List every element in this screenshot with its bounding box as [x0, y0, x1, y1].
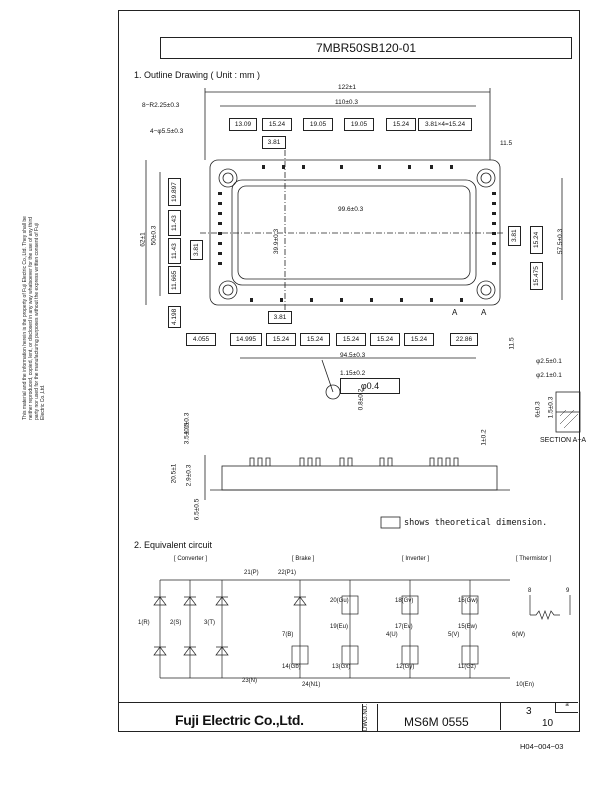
section-label: SECTION A−A — [540, 437, 587, 444]
dim-box-top-2: 15.24 — [262, 118, 292, 131]
dim-box-381-bottom: 3.81 — [268, 311, 292, 324]
pin-4: 4(U) — [386, 632, 398, 638]
pin-10: 10(En) — [516, 682, 535, 688]
dim-box-top-6: 3.81×4=15.24 — [418, 118, 472, 131]
title-block — [118, 702, 578, 731]
sheet-number: 3 — [526, 706, 532, 717]
position-tolerance: φ0.4 — [340, 378, 400, 394]
dim-inner-width: 110±0.3 — [335, 99, 358, 106]
dim-box-top-1: 13.09 — [229, 118, 257, 131]
dim-box-bottom-5: 15.24 — [336, 333, 366, 346]
pin-8: 8 — [528, 588, 532, 594]
dim-side-6-5: 6.5±0.5 — [193, 498, 201, 521]
theoretical-note: shows theoretical dimension. — [404, 518, 548, 528]
group-brake: [ Brake ] — [292, 556, 315, 562]
dim-box-381-top: 3.81 — [262, 136, 286, 149]
pin-18: 18(Gv) — [395, 598, 414, 604]
part-number-title: 7MBR50SB120-01 — [160, 37, 572, 59]
pin-21: 21(P) — [244, 570, 259, 576]
pin-11: 11(Gz) — [458, 664, 476, 670]
pin-6: 6(W) — [512, 632, 525, 638]
sheet-total: 10 — [542, 718, 554, 729]
dim-box-left-3: 11.43 — [168, 238, 181, 264]
dim-pin-thickness: 0.8±0.2 — [357, 388, 365, 411]
dim-box-right-3: 15.475 — [530, 262, 543, 290]
dim-62: 62±1 — [139, 232, 147, 247]
dim-box-left-2: 11.43 — [168, 210, 181, 236]
dim-pin-width: 1.15±0.2 — [340, 370, 366, 377]
drawing-number: MS6M 0555 — [404, 715, 469, 729]
outline-heading: 1. Outline Drawing ( Unit : mm ) — [134, 70, 261, 80]
dim-overall-width: 122±1 — [338, 84, 357, 91]
dim-box-bottom-3: 15.24 — [266, 333, 296, 346]
sheet-box — [500, 702, 579, 730]
pin-17: 17(Ev) — [395, 624, 413, 630]
dim-side-1-1: 1.1±0.3 — [183, 412, 191, 435]
dim-94-5: 94.5±0.3 — [340, 352, 366, 359]
group-thermistor: [ Thermistor ] — [516, 556, 552, 562]
proprietary-notice: This material and the information herein… — [22, 216, 46, 420]
group-converter: [ Converter ] — [174, 556, 208, 562]
dim-inner-height: 39.9±0.3 — [273, 228, 281, 255]
section-mark-a-left: A — [452, 308, 458, 317]
pin-19: 19(Eu) — [330, 624, 349, 630]
dim-box-bottom-4: 15.24 — [300, 333, 330, 346]
dim-box-left-1: 19.897 — [168, 178, 181, 206]
pin-7: 7(B) — [282, 632, 294, 638]
pin-13: 13(Gx) — [332, 664, 351, 670]
dim-box-right-2: 15.24 — [530, 226, 543, 254]
company-name: Fuji Electric Co.,Ltd. — [175, 712, 304, 728]
dim-50: 50±0.3 — [150, 225, 158, 246]
dim-section-15: 1.5±0.3 — [547, 396, 555, 419]
dim-section-phi21: φ2.1±0.1 — [536, 372, 562, 379]
group-inverter: [ Inverter ] — [402, 556, 430, 562]
dim-box-bottom-8: 22.86 — [450, 333, 478, 346]
dim-box-top-5: 15.24 — [386, 118, 416, 131]
pin-9: 9 — [566, 588, 570, 594]
dim-section-6: 6±0.3 — [534, 401, 542, 418]
pin-23: 23(N) — [242, 678, 258, 684]
dim-box-bottom-2: 14.995 — [230, 333, 262, 346]
dim-box-top-4: 19.05 — [344, 118, 374, 131]
pin-14: 14(Gb) — [282, 664, 301, 670]
dim-box-left-5: 11.665 — [168, 266, 181, 294]
dim-box-bottom-1: 4.055 — [186, 333, 216, 346]
pin-20: 20(Gu) — [330, 598, 349, 604]
equivalent-heading: 2. Equivalent circuit — [134, 540, 213, 550]
dim-box-bottom-6: 15.24 — [370, 333, 400, 346]
dim-hole-diameter: 4−φ5.5±0.3 — [150, 128, 184, 135]
pin-12: 12(Gy) — [396, 664, 415, 670]
revision: a — [555, 702, 578, 713]
dim-box-left-4: 3.81 — [190, 240, 203, 260]
dim-side-20-5: 20.5±1 — [170, 463, 178, 484]
dim-11-5-bottom: 11.5 — [508, 337, 516, 350]
pin-24: 24(N1) — [302, 682, 321, 688]
dim-side-2-9: 2.9±0.3 — [185, 464, 193, 487]
dim-side-1: 1±0.2 — [480, 429, 488, 446]
drawing-frame — [118, 10, 580, 732]
pin-5: 5(V) — [448, 632, 460, 638]
dim-box-bottom-7: 15.24 — [404, 333, 434, 346]
dim-box-4198: 4.198 — [168, 306, 181, 328]
dim-hole-radius: 8−R2.25±0.3 — [142, 102, 180, 109]
dim-box-top-3: 19.05 — [303, 118, 333, 131]
pin-2: 2(S) — [170, 620, 182, 626]
dwg-no-label: DWG.NO. — [362, 704, 378, 732]
pin-16: 16(Gw) — [458, 598, 478, 604]
document-id: H04−004−03 — [520, 742, 564, 751]
pin-15: 15(Ew) — [458, 624, 478, 630]
dim-inner-width-99: 99.6±0.3 — [338, 206, 364, 213]
dim-57-5: 57.5±0.3 — [557, 228, 565, 255]
dim-11-5-top: 11.5 — [500, 140, 513, 147]
pin-22: 22(P1) — [278, 570, 297, 576]
dim-section-phi25: φ2.5±0.1 — [536, 358, 562, 365]
section-mark-a-right: A — [481, 308, 487, 317]
pin-3: 3(T) — [204, 620, 215, 626]
pin-1: 1(R) — [138, 620, 150, 626]
dim-box-right-1: 3.81 — [508, 226, 521, 246]
